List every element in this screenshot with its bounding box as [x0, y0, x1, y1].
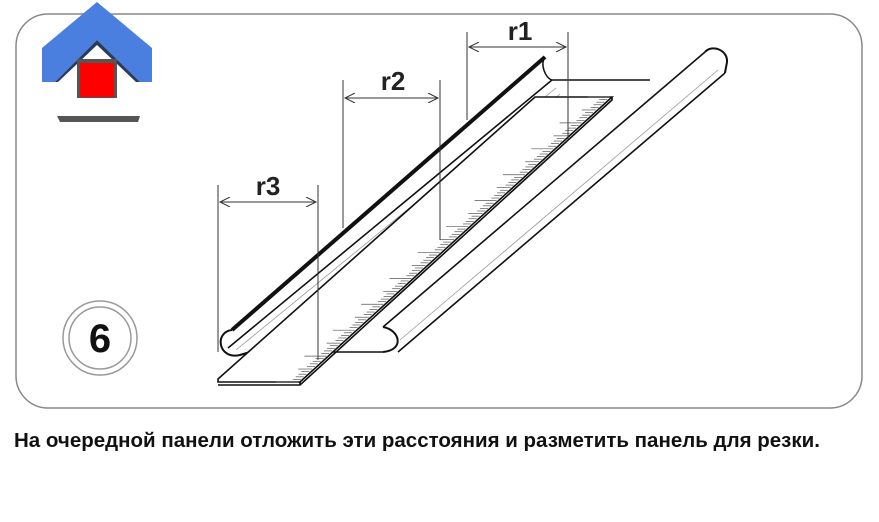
dimension-label-r2: r2 — [381, 66, 406, 96]
home-logo-icon — [42, 2, 152, 122]
dimension-lines — [217, 32, 569, 360]
dimension-label-r3: r3 — [256, 171, 281, 201]
instruction-caption: На очередной панели отложить эти расстоя… — [14, 429, 820, 452]
ruler-ticks — [276, 96, 610, 383]
dimension-label-r1: r1 — [508, 16, 533, 46]
step-number-badge: 6 — [62, 300, 138, 376]
panel-illustration — [217, 47, 728, 386]
step-number: 6 — [89, 317, 111, 361]
